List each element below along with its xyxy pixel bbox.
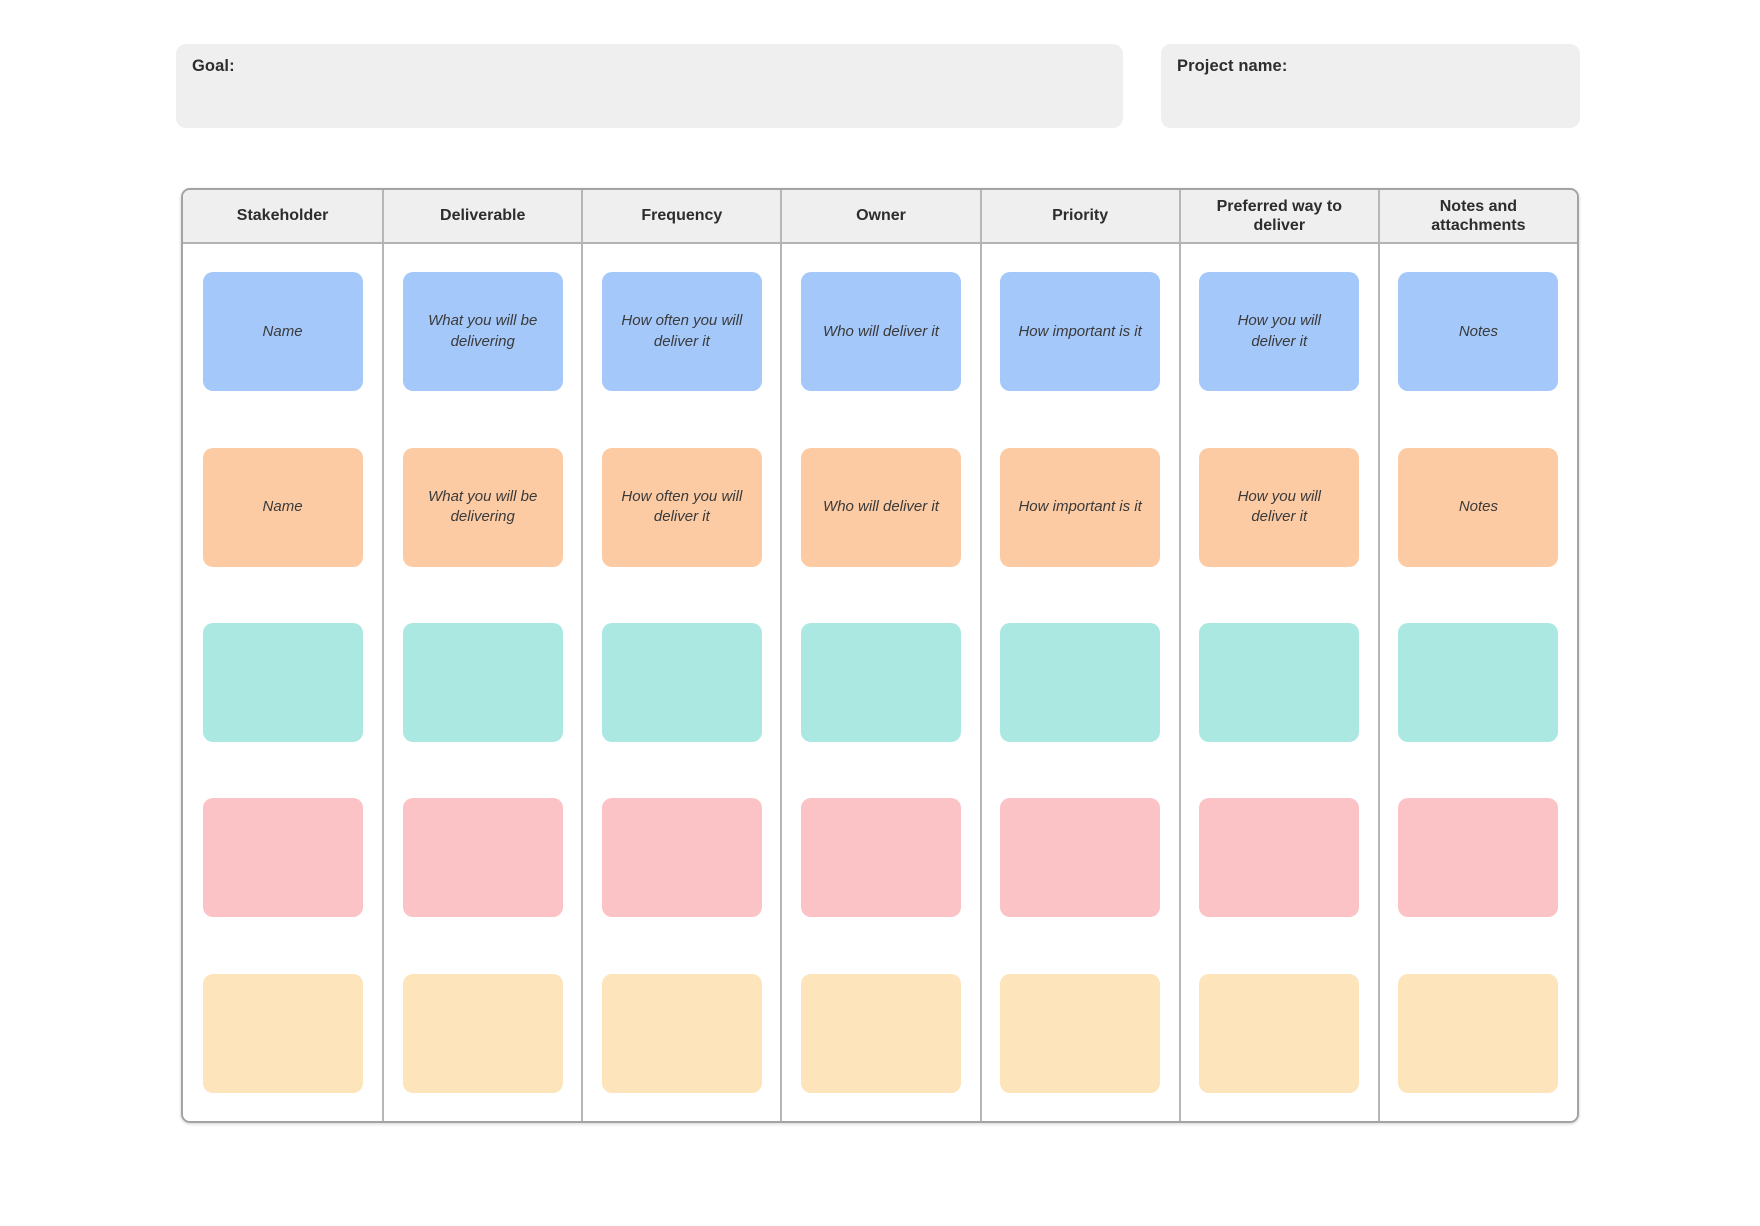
table-cell bbox=[382, 594, 582, 771]
sticky-note-deliverable[interactable]: What you will be delivering bbox=[402, 447, 563, 567]
table-cell: How important is it bbox=[979, 419, 1179, 595]
table-cell bbox=[183, 770, 383, 946]
column-header-frequency: Frequency bbox=[581, 190, 781, 244]
sticky-note-owner[interactable] bbox=[800, 973, 961, 1093]
table-cell: Name bbox=[183, 419, 383, 595]
sticky-note-notes[interactable] bbox=[1398, 622, 1559, 742]
sticky-note-preferred-way[interactable] bbox=[1199, 622, 1360, 742]
table-cell bbox=[1178, 945, 1378, 1121]
table-cell bbox=[780, 770, 980, 946]
sticky-note-priority[interactable] bbox=[1000, 622, 1161, 742]
sticky-note-owner[interactable] bbox=[800, 798, 961, 918]
table-cell bbox=[1178, 594, 1378, 771]
table-cell: How important is it bbox=[979, 244, 1179, 420]
sticky-note-priority[interactable]: How important is it bbox=[1000, 447, 1161, 567]
table-cell: How you will deliver it bbox=[1178, 244, 1378, 420]
sticky-note-owner[interactable]: Who will deliver it bbox=[800, 272, 961, 392]
table-cell bbox=[979, 945, 1179, 1121]
column-header-preferred-way: Preferred way to deliver bbox=[1178, 190, 1378, 244]
sticky-note-priority[interactable] bbox=[1000, 798, 1161, 918]
table-cell: Notes bbox=[1377, 419, 1577, 595]
sticky-note-owner[interactable] bbox=[800, 622, 961, 742]
sticky-note-deliverable[interactable] bbox=[402, 622, 563, 742]
table-cell bbox=[382, 945, 582, 1121]
sticky-note-owner[interactable]: Who will deliver it bbox=[800, 447, 961, 567]
goal-label: Goal: bbox=[192, 57, 235, 75]
table-cell: Notes bbox=[1377, 244, 1577, 420]
table-cell bbox=[581, 770, 781, 946]
table-cell bbox=[1377, 770, 1577, 946]
sticky-note-frequency[interactable] bbox=[601, 622, 762, 742]
table-cell: What you will be delivering bbox=[382, 244, 582, 420]
sticky-note-priority[interactable] bbox=[1000, 973, 1161, 1093]
sticky-note-notes[interactable] bbox=[1398, 798, 1559, 918]
sticky-note-stakeholder[interactable]: Name bbox=[202, 447, 363, 567]
table-cell bbox=[183, 594, 383, 771]
table-cell: Name bbox=[183, 244, 383, 420]
sticky-note-stakeholder[interactable]: Name bbox=[202, 272, 363, 392]
table-cell bbox=[780, 594, 980, 771]
table-cell bbox=[780, 945, 980, 1121]
sticky-note-preferred-way[interactable] bbox=[1199, 973, 1360, 1093]
table-cell: How often you will deliver it bbox=[581, 244, 781, 420]
sticky-note-frequency[interactable] bbox=[601, 973, 762, 1093]
sticky-note-deliverable[interactable] bbox=[402, 973, 563, 1093]
table-cell bbox=[382, 770, 582, 946]
sticky-note-deliverable[interactable]: What you will be delivering bbox=[402, 272, 563, 392]
table-cell: How often you will deliver it bbox=[581, 419, 781, 595]
sticky-note-frequency[interactable]: How often you will deliver it bbox=[601, 447, 762, 567]
project-name-field[interactable]: Project name: bbox=[1161, 44, 1580, 128]
table-cell bbox=[581, 945, 781, 1121]
column-header-owner: Owner bbox=[780, 190, 980, 244]
table-cell: Who will deliver it bbox=[780, 419, 980, 595]
sticky-note-stakeholder[interactable] bbox=[202, 798, 363, 918]
column-header-notes-attachments: Notes and attachments bbox=[1377, 190, 1577, 244]
sticky-note-notes[interactable] bbox=[1398, 973, 1559, 1093]
project-name-label: Project name: bbox=[1177, 57, 1288, 75]
sticky-note-deliverable[interactable] bbox=[402, 798, 563, 918]
sticky-note-frequency[interactable]: How often you will deliver it bbox=[601, 272, 762, 392]
column-header-deliverable: Deliverable bbox=[382, 190, 582, 244]
table-cell bbox=[1178, 770, 1378, 946]
column-header-priority: Priority bbox=[979, 190, 1179, 244]
table-cell bbox=[979, 594, 1179, 771]
table-cell bbox=[979, 770, 1179, 946]
column-header-stakeholder: Stakeholder bbox=[183, 190, 383, 244]
sticky-note-frequency[interactable] bbox=[601, 798, 762, 918]
table-cell bbox=[1377, 945, 1577, 1121]
table-cell: What you will be delivering bbox=[382, 419, 582, 595]
sticky-note-stakeholder[interactable] bbox=[202, 973, 363, 1093]
sticky-note-stakeholder[interactable] bbox=[202, 622, 363, 742]
sticky-note-priority[interactable]: How important is it bbox=[1000, 272, 1161, 392]
table-cell: How you will deliver it bbox=[1178, 419, 1378, 595]
sticky-note-preferred-way[interactable]: How you will deliver it bbox=[1199, 447, 1360, 567]
table-cell bbox=[581, 594, 781, 771]
table-cell bbox=[1377, 594, 1577, 771]
communication-plan-table: Stakeholder Deliverable Frequency Owner … bbox=[181, 188, 1579, 1123]
table-cell bbox=[183, 945, 383, 1121]
goal-field[interactable]: Goal: bbox=[176, 44, 1123, 128]
table-cell: Who will deliver it bbox=[780, 244, 980, 420]
sticky-note-notes[interactable]: Notes bbox=[1398, 447, 1559, 567]
sticky-note-notes[interactable]: Notes bbox=[1398, 272, 1559, 392]
sticky-note-preferred-way[interactable] bbox=[1199, 798, 1360, 918]
sticky-note-preferred-way[interactable]: How you will deliver it bbox=[1199, 272, 1360, 392]
